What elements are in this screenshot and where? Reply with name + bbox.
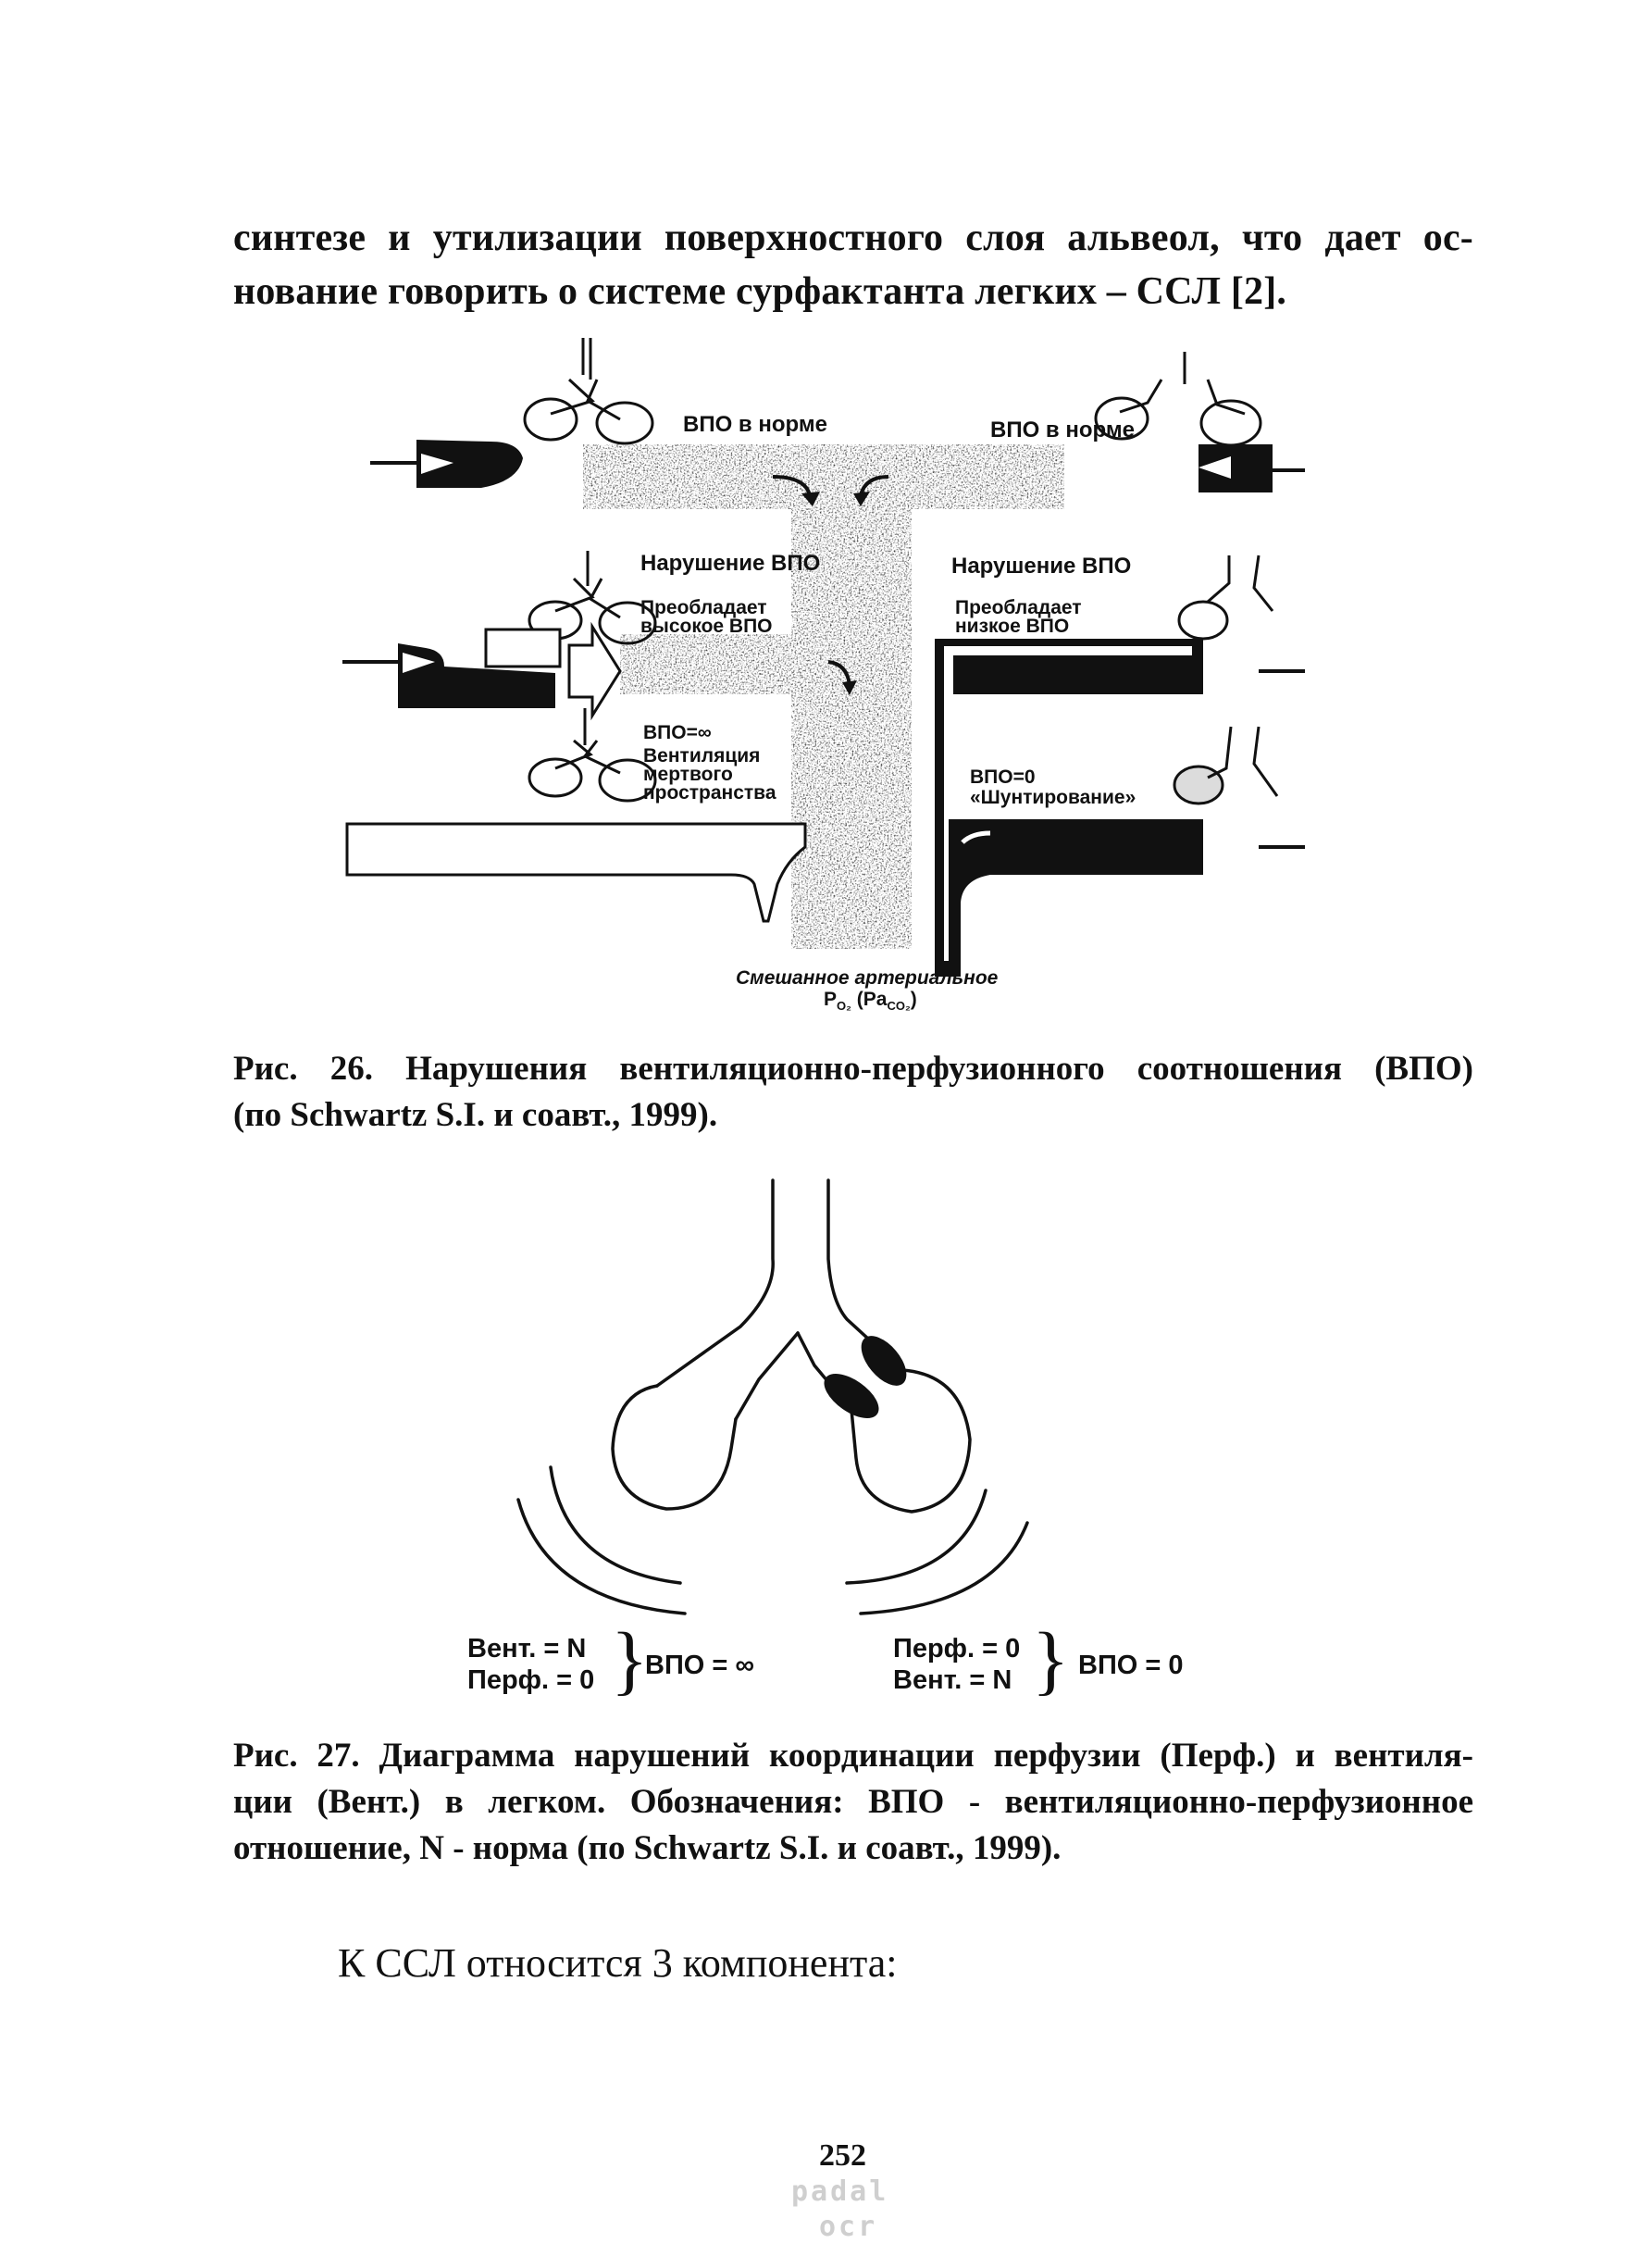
figure-27 (481, 1171, 1222, 1726)
page-number: 252 (819, 2138, 866, 2173)
fig27-caption-line-1: Рис. 27. Диаграмма нарушений координации… (233, 1737, 1473, 1775)
alveolus-bottom-left (528, 708, 657, 803)
label-low-vpo-1: Преобладает (955, 597, 1082, 618)
label-mixed-arterial: Смешанное артериальное (736, 967, 999, 989)
label-high-vpo-1: Преобладает (640, 597, 767, 618)
label-vpo-violation-right: Нарушение ВПО (951, 554, 1132, 579)
obstruction-plug-1 (861, 1336, 907, 1386)
fig27-caption-line-3: отношение, N - норма (по Schwartz S.I. и… (233, 1829, 1062, 1867)
label-vpo-infinity: ВПО=∞ (643, 722, 712, 743)
label-deadspace-2: мертвого (643, 764, 733, 785)
label-pa: (Pa (856, 989, 888, 1010)
alveolus-bottom-right (1173, 726, 1279, 805)
watermark-line-2: ocr (819, 2211, 878, 2243)
label-deadspace-1: Вентиляция (643, 745, 761, 766)
label-close-paren: ) (910, 989, 917, 1010)
alveolus-top-left (523, 338, 654, 445)
label-p: P (824, 989, 838, 1010)
label-high-vpo-2: высокое ВПО (640, 616, 773, 637)
fig27-caption-line-2: ции (Вент.) в легком. Обозначения: ВПО -… (233, 1783, 1473, 1821)
fig26-caption-line-2: (по Schwartz S.I. и соавт., 1999). (233, 1096, 718, 1134)
left-vent: Вент. = N (467, 1634, 587, 1664)
label-low-vpo-2: низкое ВПО (955, 616, 1070, 637)
capillary-bottom-left (345, 822, 807, 923)
right-vpo-result: ВПО = 0 (1078, 1651, 1184, 1680)
label-shunt: «Шунтирование» (970, 787, 1136, 808)
capillary-mid-left (342, 621, 622, 721)
label-vpo-zero: ВПО=0 (970, 766, 1036, 788)
intro-line-1: синтезе и утилизации поверхностного слоя… (233, 217, 1473, 259)
label-deadspace-3: пространства (643, 782, 776, 804)
label-vpo-norm-left: ВПО в норме (683, 412, 827, 437)
capillary-top-left (370, 440, 523, 488)
flow-arrows-top (772, 475, 889, 496)
left-brace: } (611, 1617, 649, 1703)
label-vpo-norm-right: ВПО в норме (990, 417, 1135, 442)
label-o2-sub: O₂ (837, 999, 851, 1014)
label-vpo-violation-left: Нарушение ВПО (640, 551, 821, 576)
right-brace: } (1032, 1617, 1070, 1703)
alveolus-mid-right (1177, 555, 1274, 641)
watermark-line-1: padal (791, 2175, 889, 2208)
figure-27-diagram (516, 1178, 1029, 1615)
label-co2-sub: CO₂ (887, 999, 911, 1014)
capillary-bottom-right (949, 819, 1305, 977)
obstruction-plug-2 (824, 1374, 879, 1418)
left-vpo-result: ВПО = ∞ (645, 1651, 755, 1680)
left-perf: Перф. = 0 (467, 1665, 595, 1695)
intro-line-2: нование говорить о системе сурфактанта л… (233, 270, 1287, 313)
label-mixed-po2: PO₂ (PaCO₂) (824, 989, 917, 1016)
figure-26: ВПО в норме ВПО в норме Нарушение ВПО На… (342, 329, 1305, 1032)
fig26-caption-line-1: Рис. 26. Нарушения вентиляционно-перфузи… (233, 1050, 1473, 1088)
section-heading: К ССЛ относится 3 компонента: (338, 1940, 898, 1986)
figure-26-diagram (342, 338, 1305, 977)
right-perf: Перф. = 0 (893, 1634, 1021, 1664)
capillary-mid-right (935, 639, 1305, 977)
right-vent: Вент. = N (893, 1665, 1012, 1695)
